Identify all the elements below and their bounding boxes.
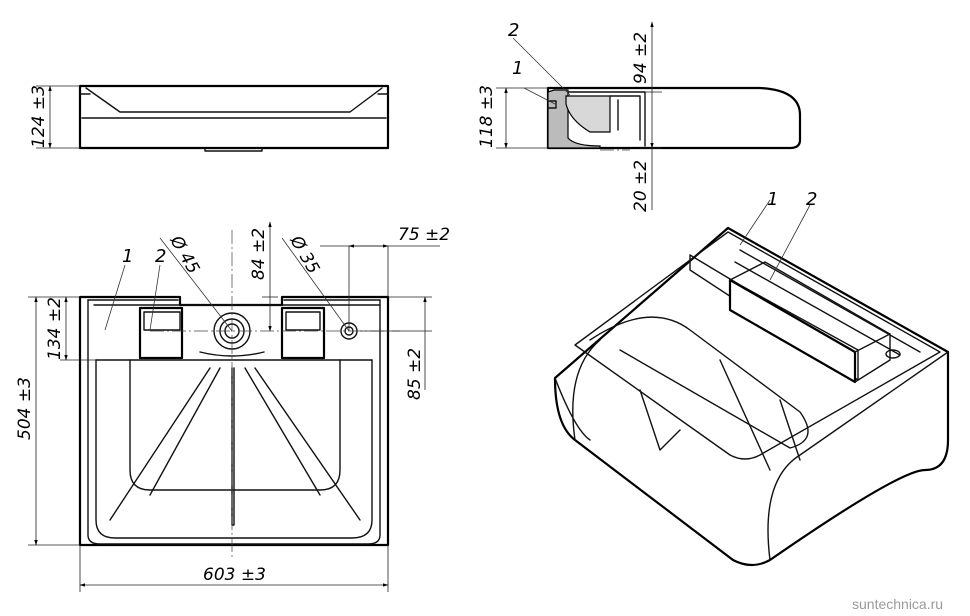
iso-part-label-2: 2 [806,189,817,210]
plan-part-label-1: 1 [122,246,133,267]
hole-offset-y-text: 85 ±2 [405,348,425,400]
depth-text: 504 ±3 [15,377,35,440]
side-part-label-1: 1 [512,58,523,79]
side-dimensions: 118 ±3 94 ±2 20 ±2 1 2 [477,20,662,212]
side-top-text: 94 ±2 [631,32,651,84]
front-height-dimension: 124 ±3 [29,85,80,149]
plan-part-label-2: 2 [155,246,166,267]
iso-part-label-1: 1 [767,189,778,210]
tap-offset-text: 84 ±2 [249,228,269,280]
watermark: suntechnica.ru [852,596,943,612]
isometric-view: 1 2 [553,189,950,567]
front-view [78,84,390,152]
front-height-text: 124 ±3 [29,85,49,148]
width-text: 603 ±3 [203,565,266,585]
side-bottom-text: 20 ±2 [631,160,651,212]
side-section-view [546,86,802,151]
tap-diameter-text: Ø 45 [165,232,203,278]
side-part-label-2: 2 [508,20,519,41]
side-height-text: 118 ±3 [477,85,497,148]
plan-view [78,230,400,560]
overflow-diameter-text: Ø 35 [285,232,323,278]
hole-offset-x-text: 75 ±2 [398,225,450,245]
shelf-depth-text: 134 ±2 [45,297,65,360]
